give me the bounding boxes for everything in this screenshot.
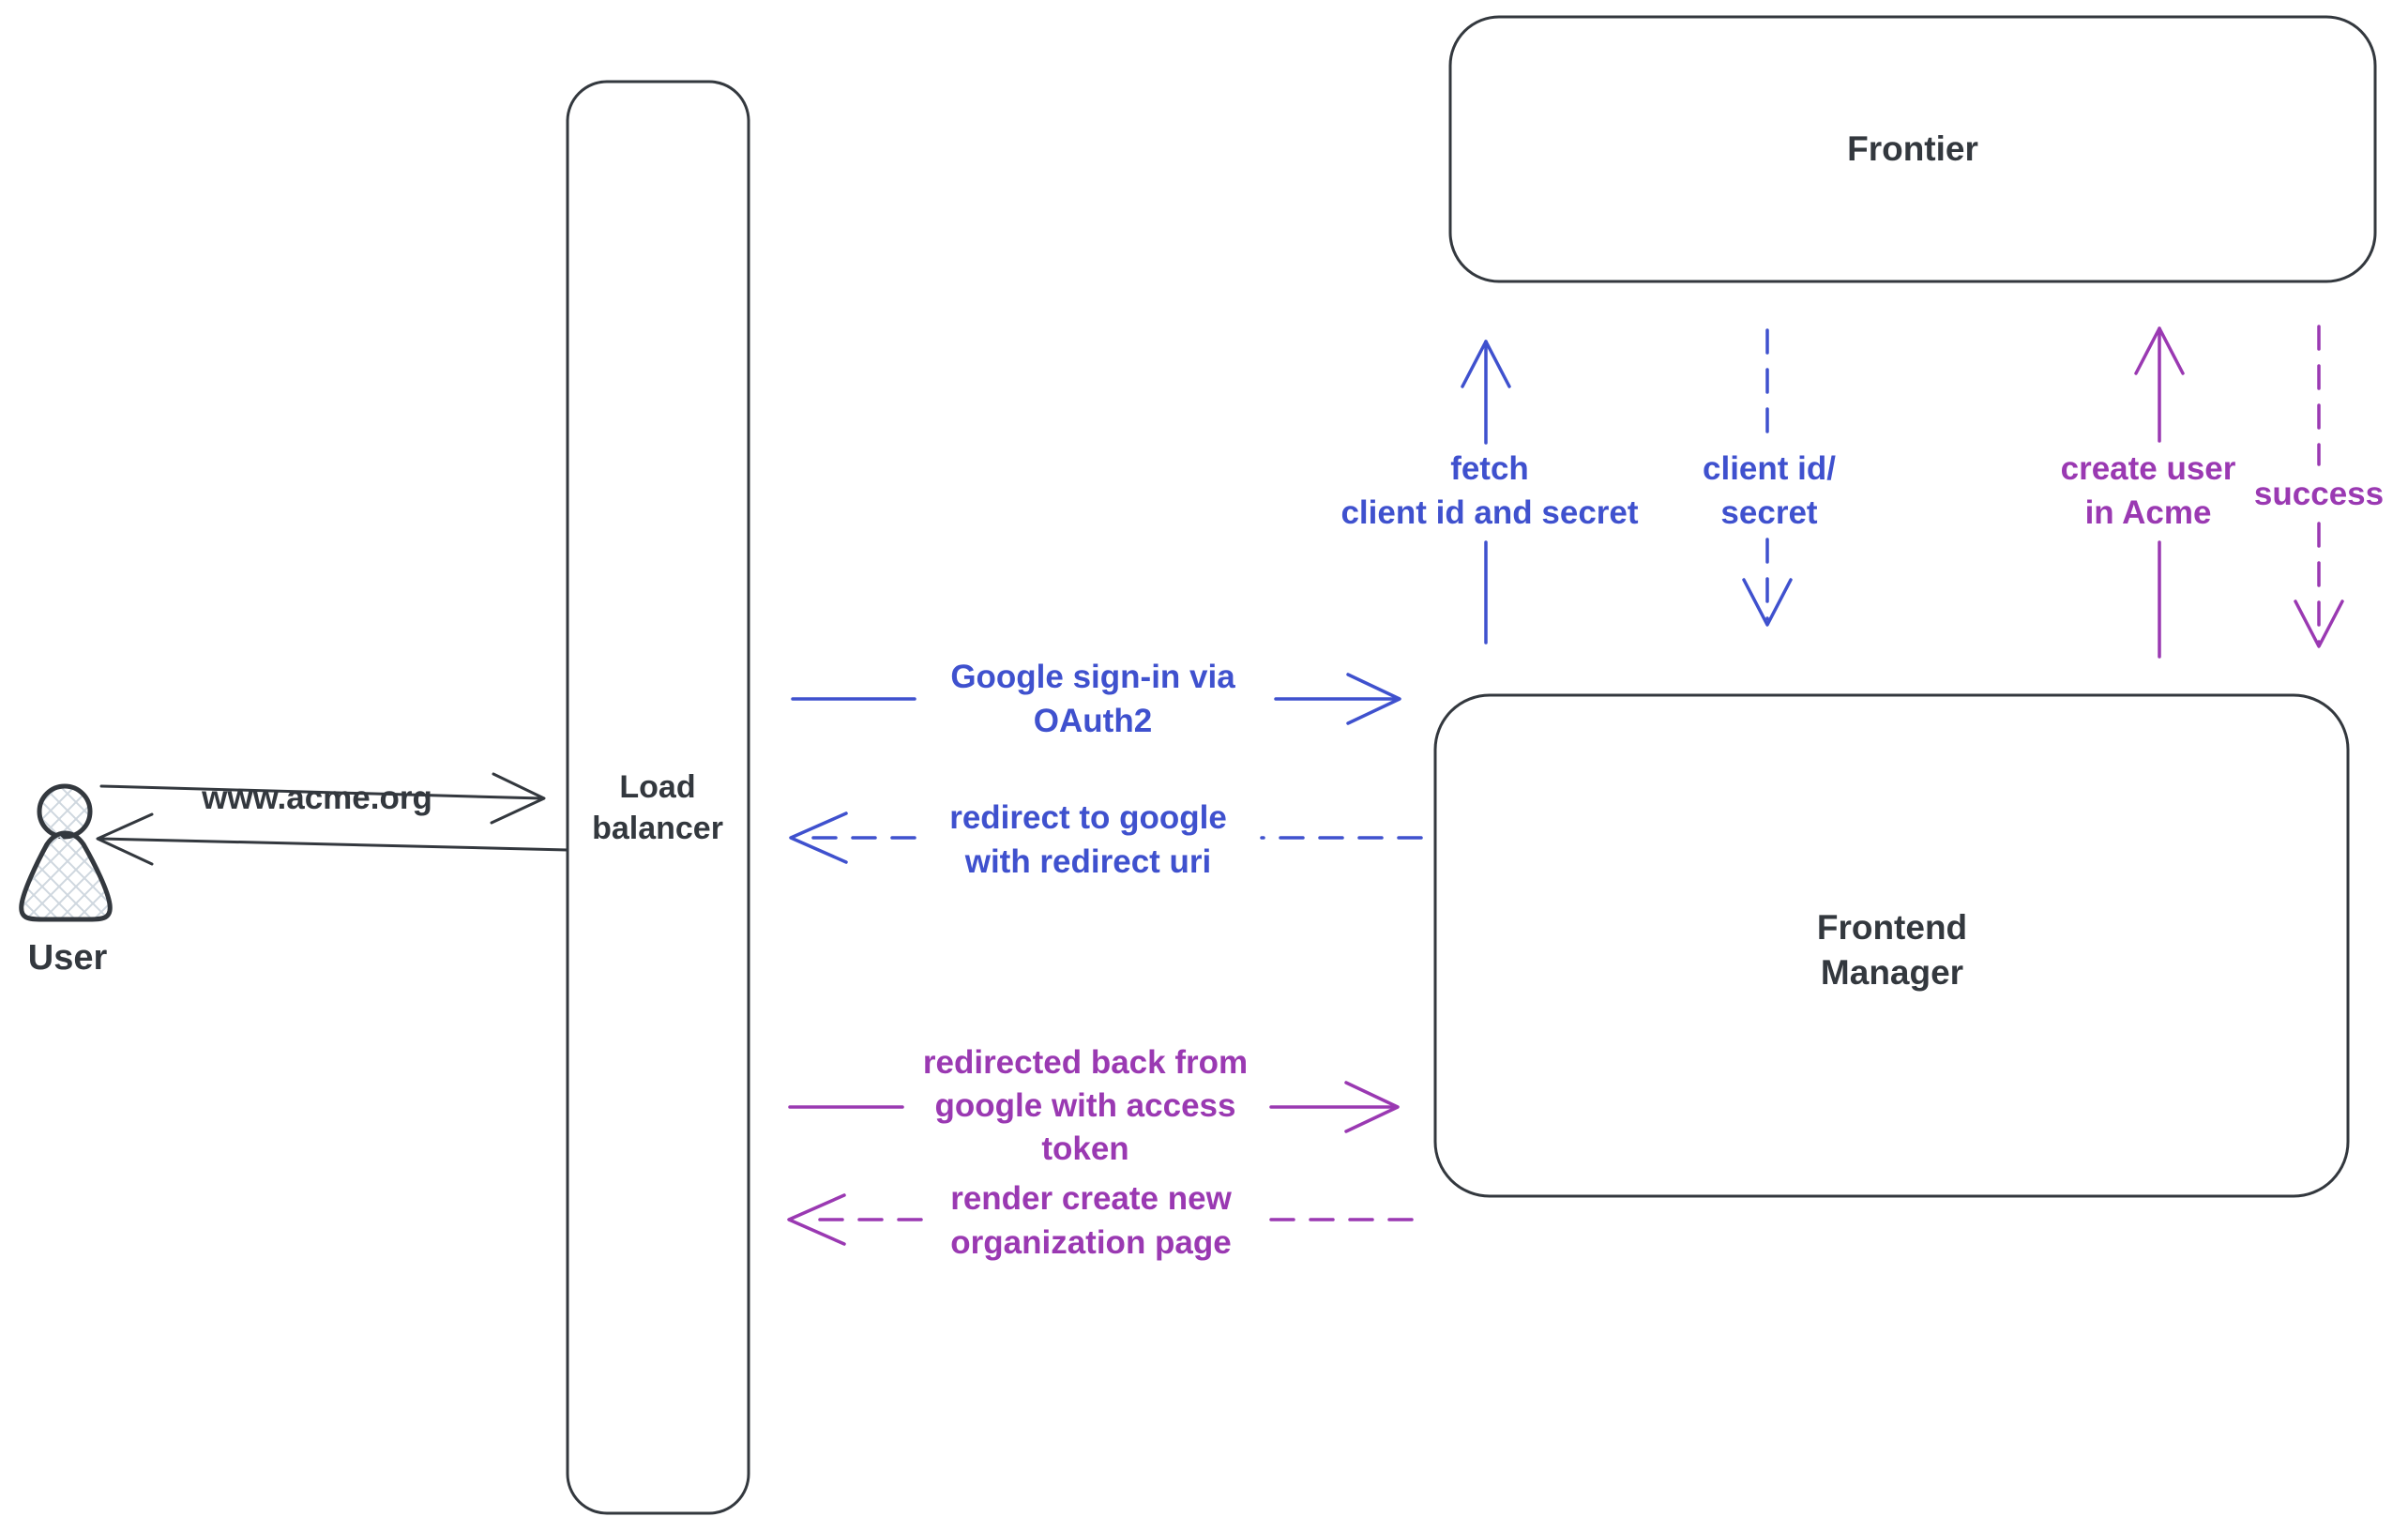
google-signin-label-line1: Google sign-in via [950,659,1235,695]
arrow-render-org [787,1193,1414,1246]
frontier-label: Frontier [1847,127,1978,172]
google-signin-label-line2: OAuth2 [1033,703,1153,739]
redirect-google-label-line1: redirect to google [949,799,1227,836]
create-user-label-line2: in Acme [2084,494,2212,531]
redirected-back-label: redirected back from google with access … [923,1041,1248,1171]
success-label-text: success [2253,476,2385,512]
render-org-label-line2: organization page [950,1224,1232,1261]
arrow-acme-request [99,772,546,825]
user-icon [19,783,113,922]
node-load-balancer [566,80,750,1515]
fetch-secret-label-line2: client id and secret [1340,494,1639,531]
arrow-fetch-secret [1461,340,1511,645]
acme-request-label-text: www.acme.org [202,780,432,816]
success-label: success [2254,472,2384,516]
arrow-redirect-google [789,812,1423,864]
node-frontier [1448,15,2377,283]
user-label: User [28,936,108,979]
frontend-manager-label-line1: Frontend [1816,908,1968,947]
client-id-secret-label-line2: secret [1720,494,1818,531]
redirect-google-label: redirect to google with redirect uri [949,796,1227,884]
load-balancer-label: Load balancer [592,766,723,849]
redirect-google-label-line2: with redirect uri [964,843,1212,880]
user-label-text: User [27,938,108,978]
arrow-google-signin [791,673,1401,725]
node-frontend-manager [1433,693,2350,1198]
create-user-label-line1: create user [2060,450,2236,487]
frontend-manager-label-line2: Manager [1820,953,1964,992]
create-user-label: create user in Acme [2061,447,2236,535]
fetch-secret-label: fetch client id and secret [1340,447,1638,535]
load-balancer-label-line1: Load [619,769,696,805]
arrow-success [2294,325,2344,648]
redirected-back-label-line2: google with access [934,1087,1236,1124]
redirected-back-label-line3: token [1041,1130,1129,1167]
render-org-label: render create new organization page [950,1176,1232,1265]
arrow-acme-response [96,812,569,866]
arrow-redirected-back [788,1081,1400,1133]
load-balancer-label-line2: balancer [592,811,723,846]
fetch-secret-label-line1: fetch [1450,450,1529,487]
client-id-secret-label-line1: client id/ [1703,450,1836,487]
frontend-manager-label: Frontend Manager [1817,905,1967,995]
client-id-secret-label: client id/ secret [1703,447,1836,535]
acme-request-label: www.acme.org [202,776,432,820]
render-org-label-line1: render create new [950,1180,1232,1217]
arrow-client-id-secret [1742,328,1793,627]
arrow-create-user [2134,326,2185,659]
google-signin-label: Google sign-in via OAuth2 [950,655,1234,743]
redirected-back-label-line1: redirected back from [922,1044,1249,1081]
frontier-label-text: Frontier [1847,129,1978,168]
